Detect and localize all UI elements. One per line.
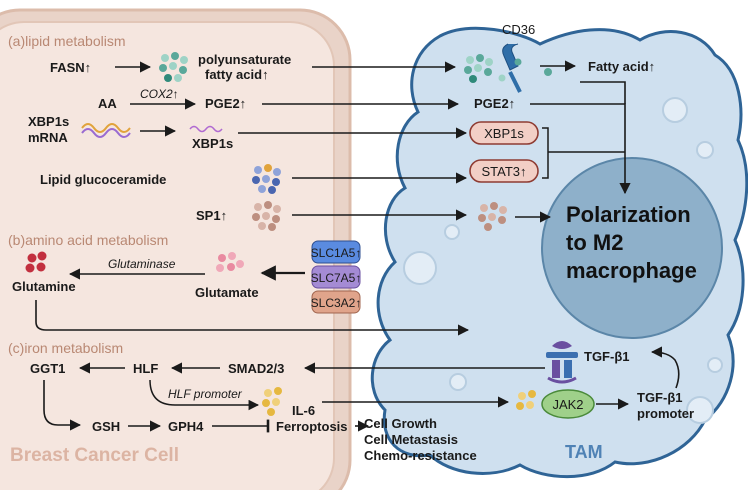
fatty-acid-dot xyxy=(498,74,506,82)
polarization-line3: macrophage xyxy=(566,258,697,283)
cox2-label: COX2↑ xyxy=(140,87,179,101)
glucoceramide-molecule-icon xyxy=(252,164,281,194)
xbp1s-mrna-line1: XBP1s xyxy=(28,114,69,129)
glutamate-molecule-icon xyxy=(216,252,244,272)
cd36-receptor-icon xyxy=(502,43,522,93)
vacuole xyxy=(444,224,460,240)
pge2-left-label: PGE2↑ xyxy=(205,96,246,111)
glutamate-label: Glutamate xyxy=(195,285,259,300)
fatty-acid-dot xyxy=(514,58,522,66)
arrow-glutamine-tam xyxy=(35,300,470,336)
tgf-promoter-line2: promoter xyxy=(637,406,694,421)
sp1-molecule-tam-icon xyxy=(478,202,507,231)
arrow-ggt1-gsh xyxy=(43,380,82,431)
polarization-line2: to M2 xyxy=(566,230,623,255)
outcome-cell-metastasis: Cell Metastasis xyxy=(364,432,458,447)
arrow-hlf-il6 xyxy=(149,379,260,411)
tgf-receptor-icon xyxy=(546,341,578,384)
xbp1s-left-label: XBP1s xyxy=(192,136,233,151)
outcome-chemo-resistance: Chemo-resistance xyxy=(364,448,477,463)
pge2-right-label: PGE2↑ xyxy=(474,96,515,111)
xbp1s-mrna-line2: mRNA xyxy=(28,130,68,145)
tgf-receptor-label: TGF-β1 xyxy=(584,349,630,364)
il6-molecule-tam-icon xyxy=(516,390,536,410)
arrow-promoter-tgf xyxy=(650,346,680,389)
gph4-label: GPH4 xyxy=(168,419,204,434)
fatty-acid-dot xyxy=(544,68,552,76)
xbp1s-wave-icon xyxy=(189,125,223,133)
vacuole xyxy=(686,396,714,424)
sp1-molecule-icon xyxy=(252,201,281,231)
hlf-promoter-label: HLF promoter xyxy=(168,387,243,401)
cd36-label: CD36 xyxy=(502,22,535,37)
slc7a5-label: SLC7A5↑ xyxy=(311,271,362,285)
pufa-molecule-tam-icon xyxy=(464,54,493,83)
tgf-promoter-line1: TGF-β1 xyxy=(637,390,683,405)
nucleus xyxy=(541,157,723,339)
jak2-box xyxy=(541,389,595,419)
stat3-box-label: STAT3↑ xyxy=(481,164,526,179)
smad-label: SMAD2/3 xyxy=(228,361,284,376)
il6-molecule-icon xyxy=(262,387,282,416)
ferroptosis-label: Ferroptosis xyxy=(276,419,348,434)
section-iron-heading: (c)iron metabolism xyxy=(8,340,123,356)
gsh-label: GSH xyxy=(92,419,120,434)
fasn-label: FASN↑ xyxy=(50,60,91,75)
vacuole xyxy=(449,373,467,391)
aa-label: AA xyxy=(98,96,117,111)
outcome-cell-growth: Cell Growth xyxy=(364,416,437,431)
glutaminase-label: Glutaminase xyxy=(108,257,176,271)
sp1-label: SP1↑ xyxy=(196,208,227,223)
xbp1s-box-label: XBP1s xyxy=(484,126,524,141)
pufa-label-line1: polyunsaturate xyxy=(198,52,291,67)
slc3a2-label: SLC3A2↑ xyxy=(311,296,362,310)
section-lipid-heading: (a)lipid metabolism xyxy=(8,33,125,49)
glucoceramide-label: Lipid glucoceramide xyxy=(40,172,166,187)
vacuole xyxy=(403,251,437,285)
polarization-line1: Polarization xyxy=(566,202,691,227)
vacuole xyxy=(696,141,714,159)
vacuole xyxy=(662,97,688,123)
breast-cancer-cell-label: Breast Cancer Cell xyxy=(10,445,179,466)
mrna-wave-icon xyxy=(81,123,131,138)
glutamine-label: Glutamine xyxy=(12,279,76,294)
section-amino-heading: (b)amino acid metabolism xyxy=(8,232,168,248)
vacuole xyxy=(707,357,723,373)
tam-label: TAM xyxy=(565,442,603,462)
xbp1s-box xyxy=(469,121,539,145)
stat3-box xyxy=(469,159,539,183)
slc1a5-label: SLC1A5↑ xyxy=(311,246,362,260)
bracket-xbp1s-stat3 xyxy=(542,127,549,179)
jak2-label: JAK2 xyxy=(552,397,583,412)
slc-transporter-stack xyxy=(311,240,361,314)
pufa-label-line2: fatty acid↑ xyxy=(205,67,269,82)
fatty-acid-label: Fatty acid↑ xyxy=(588,59,655,74)
il6-label: IL-6 xyxy=(292,403,315,418)
hlf-label: HLF xyxy=(133,361,158,376)
ggt1-label: GGT1 xyxy=(30,361,65,376)
connector-fatty-acid xyxy=(580,81,626,104)
pufa-molecule-icon xyxy=(159,52,188,82)
glutamine-molecule-icon xyxy=(25,251,47,273)
